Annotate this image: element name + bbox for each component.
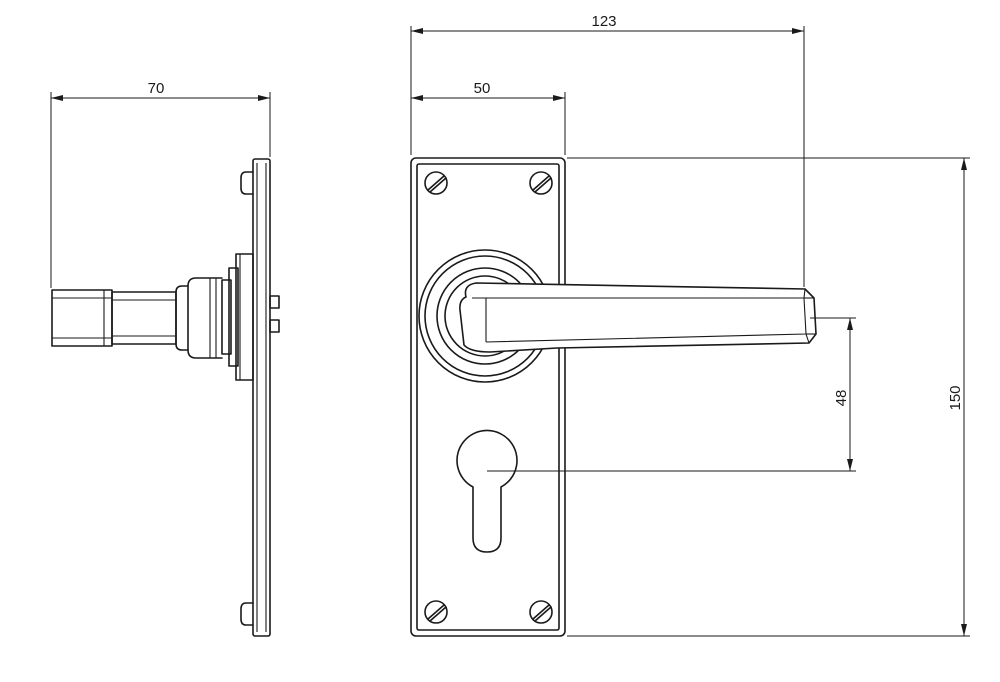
side-view: 70: [50, 80, 280, 637]
dim-overall-width: 123: [410, 13, 805, 287]
side-plate-tabs: [269, 295, 280, 333]
euro-cylinder-keyhole: [456, 429, 518, 553]
dim-label-plate-height: 150: [947, 385, 964, 410]
dim-label-plate-width: 50: [474, 80, 491, 97]
dim-label-lever-to-keyhole: 48: [833, 390, 850, 407]
dim-plate-height: 150: [567, 157, 970, 637]
side-neck: [175, 277, 223, 359]
fixing-screw-icon: [424, 171, 448, 195]
fixing-screw-icon: [529, 171, 553, 195]
front-backplate: [410, 157, 566, 637]
dim-side-projection: 70: [50, 80, 271, 288]
side-screw-heads: [240, 171, 254, 626]
side-backplate: [252, 158, 271, 637]
fixing-screw-icon: [424, 600, 448, 624]
side-lever-shaft: [51, 289, 177, 347]
front-view: 123 50 48 150: [410, 13, 970, 637]
side-rose: [221, 253, 254, 381]
dim-lever-to-keyhole: 48: [487, 317, 856, 472]
dim-label-side-projection: 70: [148, 80, 165, 97]
dim-label-overall-width: 123: [591, 13, 616, 30]
dim-plate-width: 50: [411, 80, 566, 155]
fixing-screw-icon: [529, 600, 553, 624]
front-lever: [459, 282, 817, 353]
